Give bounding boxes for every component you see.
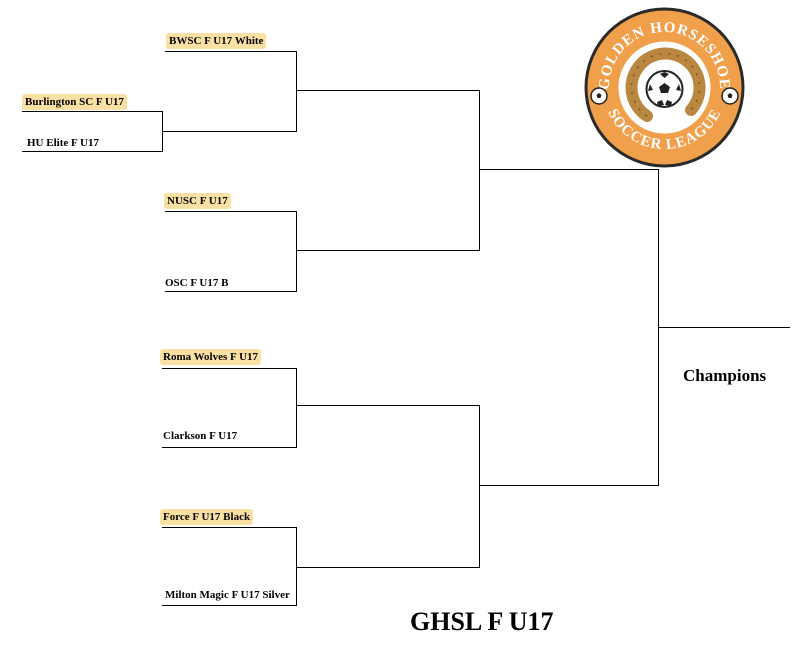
soccer-ball-icon bbox=[590, 87, 608, 105]
champions-label: Champions bbox=[683, 366, 767, 385]
league-logo: GOLDEN HORSESHOE SOCCER LEAGUE bbox=[583, 6, 746, 169]
bracket-line bbox=[165, 51, 297, 52]
soccer-ball-icon bbox=[645, 70, 684, 108]
bracket-line bbox=[479, 405, 480, 568]
team-slot-osc: OSC F U17 B bbox=[165, 277, 229, 289]
bracket-line bbox=[296, 567, 480, 568]
bracket-line bbox=[165, 291, 297, 292]
bracket-line bbox=[162, 527, 297, 528]
team-slot-roma-wolves: Roma Wolves F U17 bbox=[160, 349, 262, 365]
bracket-line bbox=[165, 211, 297, 212]
bracket-line bbox=[162, 131, 296, 132]
bracket-line bbox=[296, 250, 480, 251]
bracket-line bbox=[296, 51, 297, 132]
bracket-line bbox=[296, 405, 480, 406]
bracket-title: GHSL F U17 bbox=[410, 607, 554, 636]
team-slot-clarkson: Clarkson F U17 bbox=[163, 430, 238, 442]
bracket-line bbox=[162, 605, 297, 606]
bracket-line bbox=[479, 169, 659, 170]
bracket-line bbox=[296, 211, 297, 292]
bracket-line bbox=[296, 368, 297, 448]
bracket-line bbox=[22, 151, 163, 152]
team-slot-force: Force F U17 Black bbox=[160, 509, 254, 525]
team-slot-burlington: Burlington SC F U17 bbox=[22, 94, 127, 110]
bracket-line bbox=[296, 527, 297, 606]
team-slot-milton-magic: Milton Magic F U17 Silver bbox=[165, 589, 290, 601]
champion-line bbox=[658, 327, 790, 328]
bracket-line bbox=[296, 90, 480, 91]
team-slot-nusc: NUSC F U17 bbox=[164, 193, 231, 209]
soccer-ball-icon bbox=[721, 87, 739, 105]
team-slot-hu-elite: HU Elite F U17 bbox=[27, 137, 99, 149]
team-slot-bwsc: BWSC F U17 White bbox=[166, 33, 267, 49]
bracket-line bbox=[479, 485, 659, 486]
bracket-line bbox=[479, 90, 480, 251]
bracket-line bbox=[162, 447, 297, 448]
bracket-line bbox=[22, 111, 163, 112]
bracket-line bbox=[162, 368, 297, 369]
